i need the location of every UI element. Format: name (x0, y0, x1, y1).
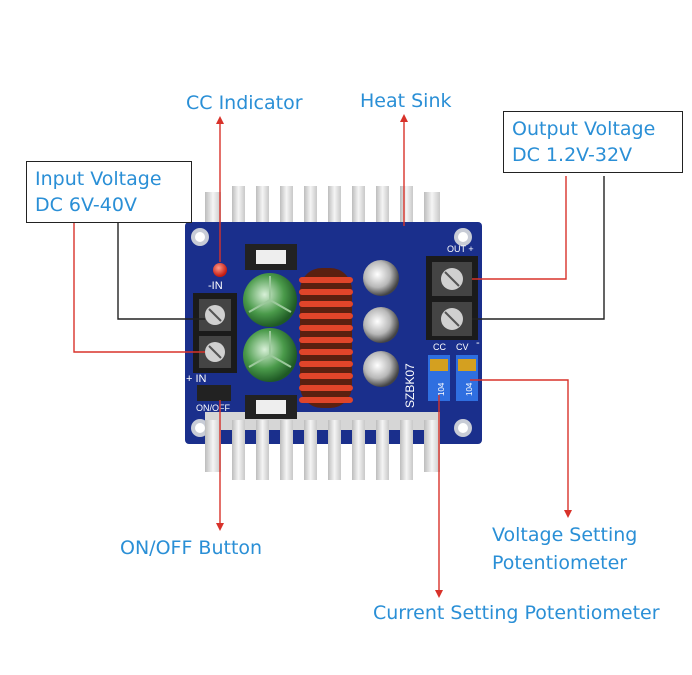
board-text-on-off: ON/OFF (196, 403, 230, 413)
label-voltage-setting-line1: Voltage Setting (492, 524, 638, 546)
leader-voltage-pot (470, 379, 569, 512)
pot-code-cv: 104 (465, 382, 474, 396)
input-voltage-title: Input Voltage (35, 168, 162, 190)
output-voltage-title: Output Voltage (512, 118, 656, 140)
output-voltage-box: Output Voltage DC 1.2V-32V (503, 111, 683, 173)
input-voltage-box: Input Voltage DC 6V-40V (26, 161, 192, 223)
board-text-cv: CV (456, 342, 469, 352)
label-heat-sink: Heat Sink (360, 90, 452, 112)
power-transistors (245, 244, 297, 419)
output-capacitors (363, 260, 399, 387)
leader-output-minus (472, 176, 605, 320)
board-text-model: SZBK07 (403, 363, 417, 408)
pot-code-cc: 104 (437, 382, 446, 396)
board-text-cc: CC (433, 342, 446, 352)
label-cc-indicator: CC Indicator (186, 92, 303, 114)
leader-input-plus (73, 220, 205, 353)
board-text-out-minus: - (476, 337, 480, 349)
board-text-out-plus: OUT + (447, 244, 474, 254)
label-on-off-button: ON/OFF Button (120, 537, 263, 559)
leader-input-minus (117, 220, 205, 320)
label-current-setting: Current Setting Potentiometer (373, 602, 660, 624)
input-capacitors (243, 273, 297, 382)
leader-output-plus (472, 176, 567, 280)
inductor-coil (299, 268, 353, 408)
input-terminal-block (193, 293, 237, 373)
cc-indicator-led (213, 263, 227, 277)
input-voltage-range: DC 6V-40V (35, 194, 137, 216)
label-voltage-setting-line2: Potentiometer (492, 552, 628, 574)
on-off-switch (197, 385, 231, 401)
mounting-holes (191, 228, 472, 437)
output-terminal-block (426, 256, 478, 340)
board-text-plus-in: + IN (186, 373, 207, 385)
potentiometers (428, 355, 478, 401)
board-text-minus-in: -IN (208, 280, 223, 292)
heat-sink-bottom (205, 412, 440, 480)
output-voltage-range: DC 1.2V-32V (512, 144, 633, 166)
